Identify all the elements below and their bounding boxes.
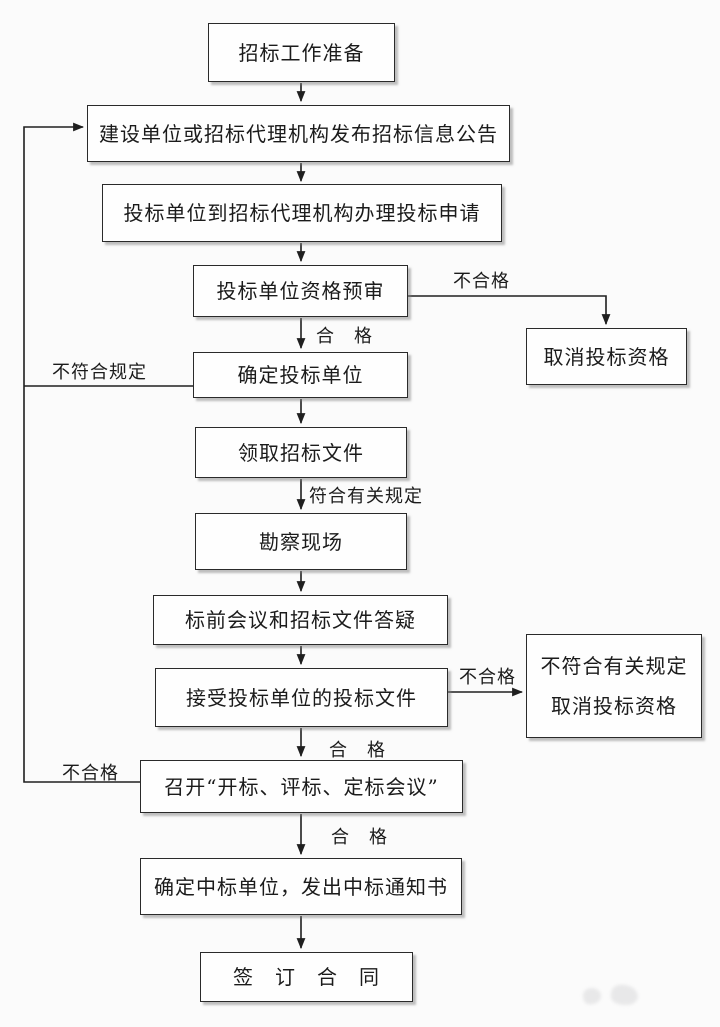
- node-award-notice: 确定中标单位，发出中标通知书: [140, 858, 462, 915]
- node-bid-opening-meeting: 召开“开标、评标、定标会议”: [140, 760, 463, 813]
- edge-label-receive-fail: 不合格: [459, 667, 516, 688]
- node-label: 领取招标文件: [238, 440, 364, 465]
- node-bid-preparation: 招标工作准备: [208, 23, 395, 82]
- node-label: 确定投标单位: [237, 363, 364, 387]
- edge-label-prequalify-fail: 不合格: [453, 271, 510, 292]
- arrow-prequalify-fail-branch: [408, 295, 611, 326]
- node-cancel-qualification-2: 不符合有关规定 取消投标资格: [526, 634, 702, 738]
- edge-label-prequalify-pass: 合 格: [316, 326, 373, 347]
- node-confirm-bidders: 确定投标单位: [193, 352, 408, 398]
- node-publish-announcement: 建设单位或招标代理机构发布招标信息公告: [87, 105, 510, 162]
- node-label: 建设单位或招标代理机构发布招标信息公告: [99, 121, 498, 146]
- node-label: 标前会议和招标文件答疑: [185, 608, 416, 632]
- edge-label-meeting-fail: 不合格: [62, 763, 119, 784]
- node-receive-bid-documents: 接受投标单位的投标文件: [155, 668, 448, 727]
- node-sign-contract: 签 订 合 同: [200, 952, 413, 1002]
- edge-label-collect-pass: 符合有关规定: [309, 486, 423, 507]
- edge-label-receive-pass: 合 格: [329, 740, 386, 761]
- node-prequalification: 投标单位资格预审: [193, 265, 408, 317]
- node-pre-bid-meeting: 标前会议和招标文件答疑: [153, 595, 448, 645]
- node-cancel-qualification: 取消投标资格: [526, 328, 687, 385]
- node-label-line1: 不符合有关规定: [540, 654, 688, 679]
- node-collect-bid-documents: 领取招标文件: [195, 427, 407, 478]
- node-label: 投标单位资格预审: [216, 279, 385, 303]
- node-site-survey: 勘察现场: [195, 513, 407, 570]
- node-label-line2: 取消投标资格: [551, 693, 677, 718]
- watermark-smudge: [609, 983, 640, 1007]
- node-label: 签 订 合 同: [233, 965, 380, 989]
- node-label: 召开“开标、评标、定标会议”: [164, 774, 439, 799]
- edge-label-confirm-fail: 不符合规定: [52, 362, 147, 383]
- node-bid-application: 投标单位到招标代理机构办理投标申请: [102, 184, 502, 242]
- node-label: 取消投标资格: [543, 344, 670, 369]
- node-label: 接受投标单位的投标文件: [186, 685, 417, 710]
- node-label: 勘察现场: [259, 529, 343, 554]
- node-label: 招标工作准备: [238, 40, 365, 65]
- node-label: 确定中标单位，发出中标通知书: [154, 874, 448, 899]
- node-label: 投标单位到招标代理机构办理投标申请: [123, 201, 481, 225]
- edge-label-meeting-pass: 合 格: [331, 827, 388, 848]
- watermark-smudge: [581, 986, 603, 1006]
